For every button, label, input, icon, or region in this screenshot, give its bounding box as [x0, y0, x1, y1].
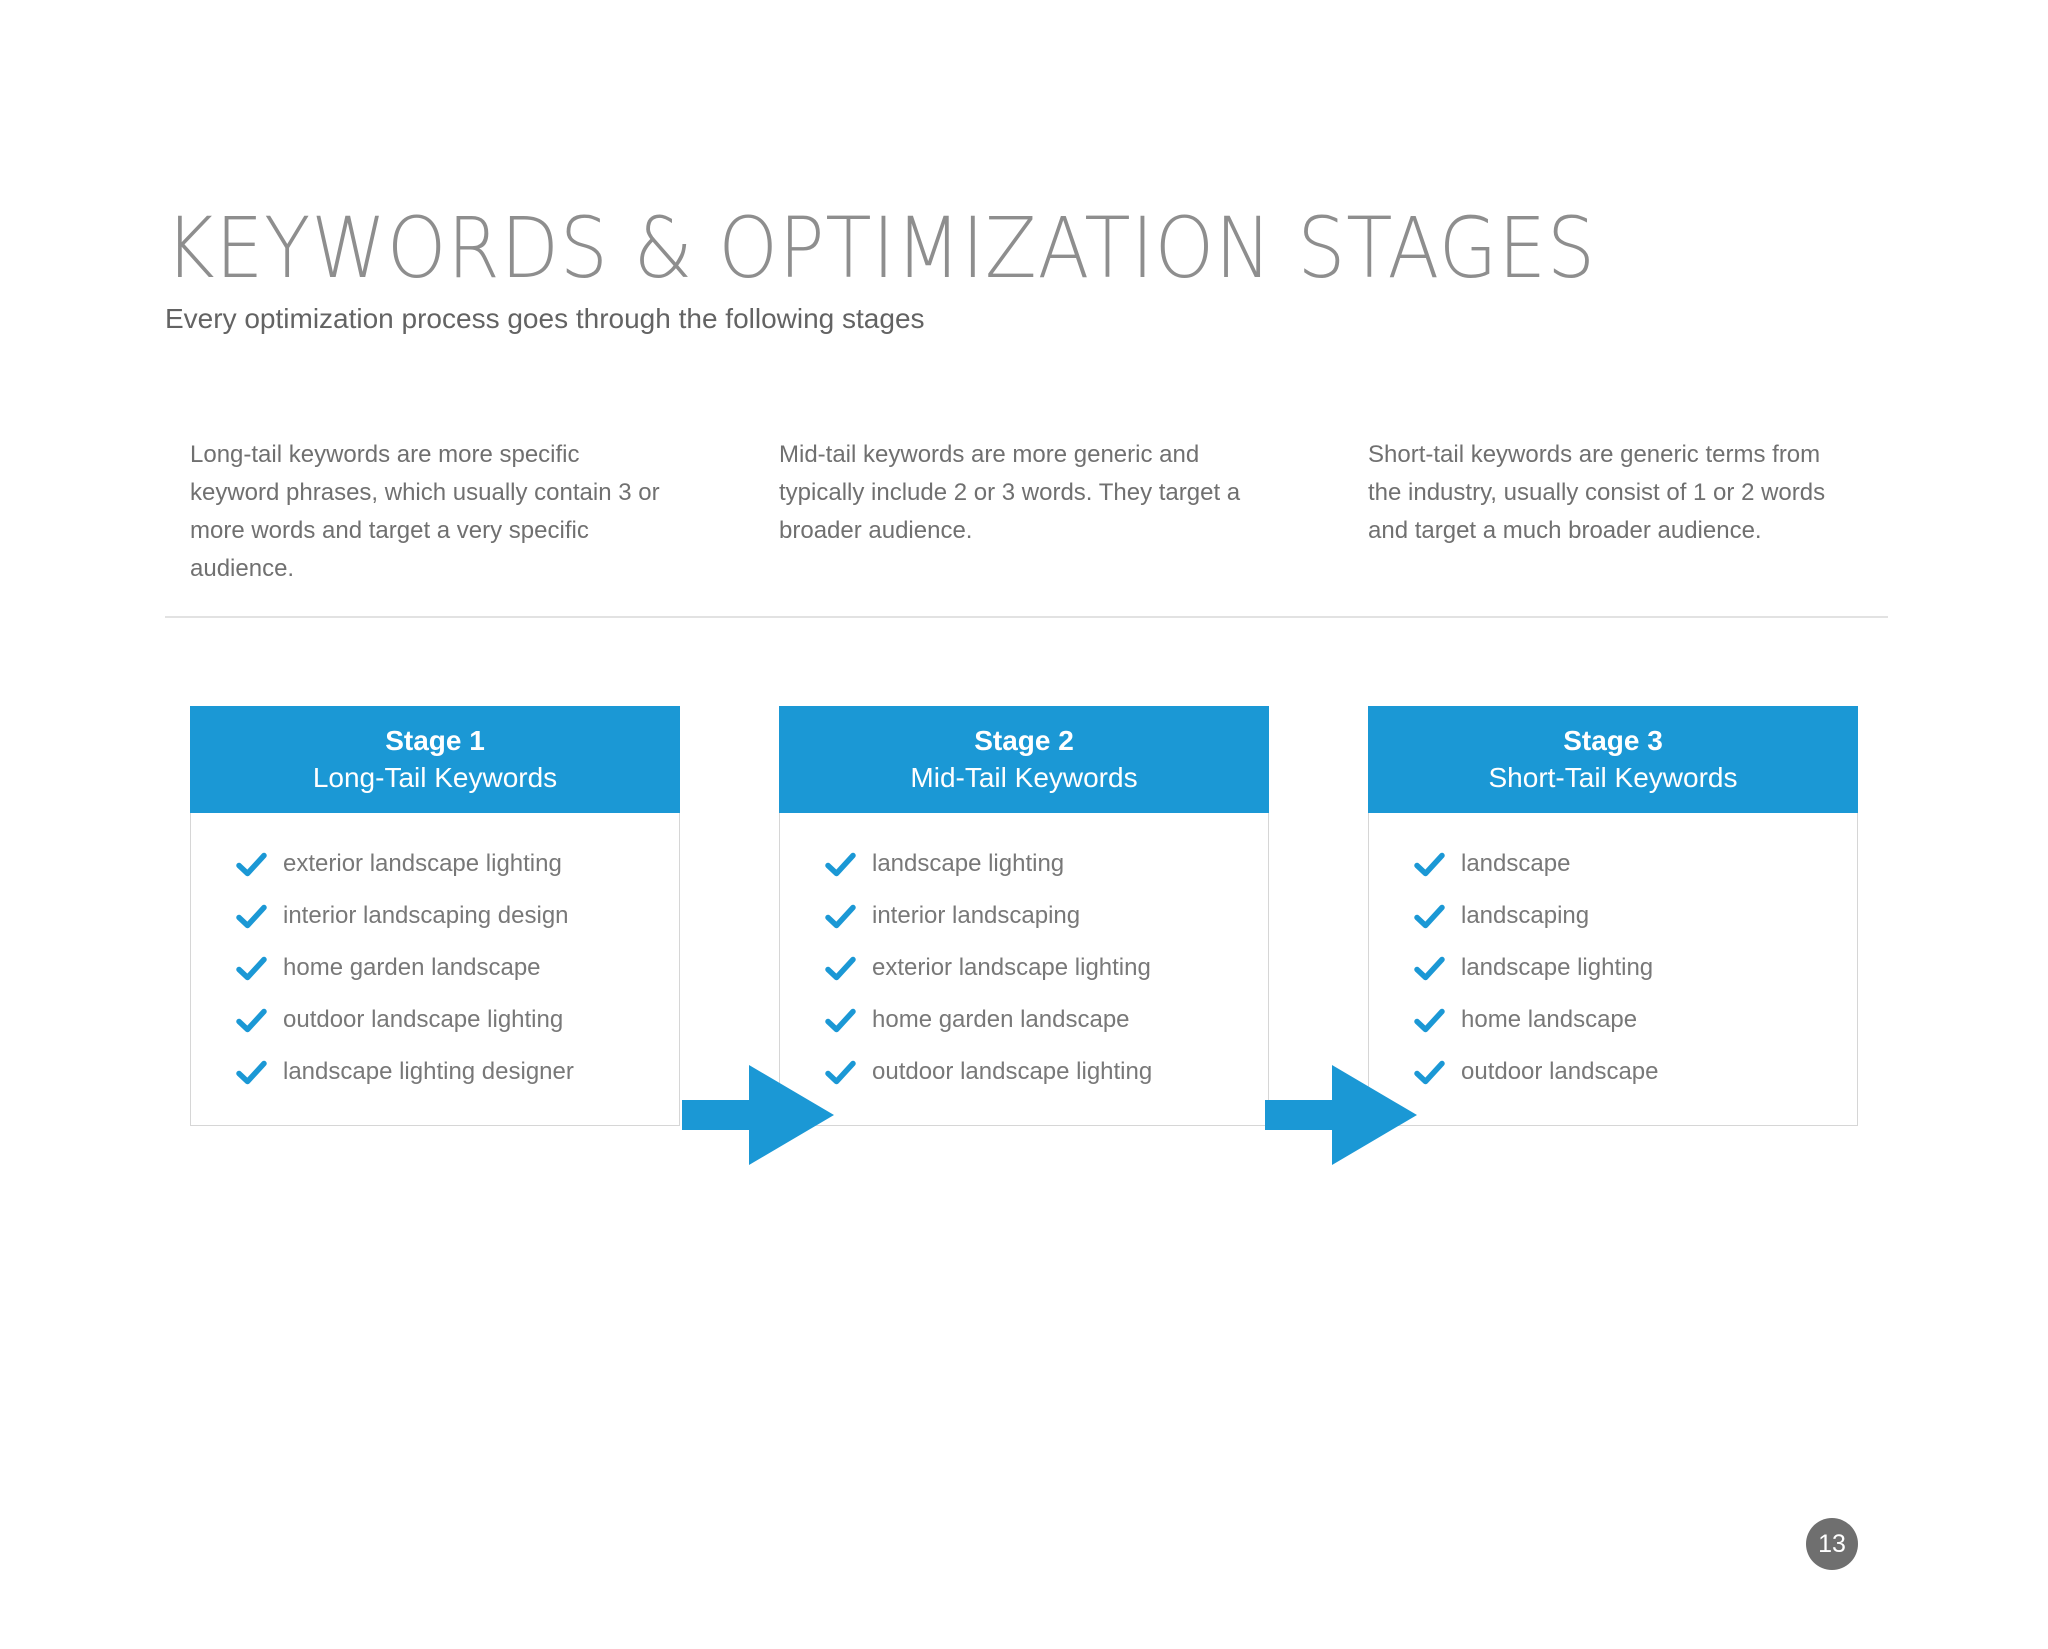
check-icon	[1414, 1060, 1445, 1085]
keyword-item: home garden landscape	[825, 1005, 1252, 1035]
keyword-label: landscape	[1461, 850, 1571, 877]
stage-name: Mid-Tail Keywords	[910, 762, 1138, 793]
keyword-label: interior landscaping	[872, 902, 1081, 929]
keyword-label: interior landscaping design	[283, 902, 569, 929]
stage-label: Stage 1	[385, 725, 485, 756]
check-icon	[825, 852, 856, 877]
keyword-label: home landscape	[1461, 1006, 1638, 1033]
stage-card-2: Stage 2 Mid-Tail Keywords landscape ligh…	[779, 706, 1269, 1126]
check-icon	[1414, 852, 1445, 877]
description-short-tail: Short-tail keywords are generic terms fr…	[1368, 441, 1826, 544]
keyword-label: landscape lighting designer	[283, 1058, 574, 1085]
stage-2-keyword-list: landscape lighting interior landscaping …	[780, 813, 1268, 1125]
keyword-label: landscape lighting	[1461, 954, 1654, 981]
page-subtitle: Every optimization process goes through …	[165, 303, 925, 334]
keyword-label: exterior landscape lighting	[283, 850, 562, 877]
keyword-item: landscape lighting designer	[236, 1057, 663, 1087]
stage-3-header: Stage 3 Short-Tail Keywords	[1368, 706, 1858, 813]
keyword-item: landscape lighting	[825, 849, 1252, 879]
slide: KEYWORDS & OPTIMIZATION STAGES Every opt…	[0, 206, 2048, 1649]
keyword-label: outdoor landscape lighting	[283, 1006, 564, 1033]
check-icon	[1414, 904, 1445, 929]
check-icon	[236, 852, 267, 877]
check-icon	[825, 956, 856, 981]
keyword-item: exterior landscape lighting	[236, 849, 663, 879]
check-icon	[825, 1060, 856, 1085]
keyword-label: landscape lighting	[872, 850, 1065, 877]
arrow-right-icon	[1265, 1065, 1417, 1165]
stage-2-header: Stage 2 Mid-Tail Keywords	[779, 706, 1269, 813]
description-mid-tail: Mid-tail keywords are more generic and t…	[779, 441, 1241, 544]
stage-3-keyword-list: landscape landscaping landscape lighting…	[1369, 813, 1857, 1125]
check-icon	[1414, 956, 1445, 981]
keyword-label: outdoor landscape lighting	[872, 1058, 1153, 1085]
stage-card-1: Stage 1 Long-Tail Keywords exterior land…	[190, 706, 680, 1126]
check-icon	[236, 904, 267, 929]
page-number-badge: 13	[1806, 1518, 1858, 1570]
arrow-right-icon	[682, 1065, 834, 1165]
check-icon	[825, 1008, 856, 1033]
keyword-item: landscaping	[1414, 901, 1841, 931]
keyword-item: outdoor landscape	[1414, 1057, 1841, 1087]
keyword-label: home garden landscape	[283, 954, 541, 981]
check-icon	[236, 1008, 267, 1033]
stage-label: Stage 2	[974, 725, 1074, 756]
keyword-item: exterior landscape lighting	[825, 953, 1252, 983]
keyword-item: home landscape	[1414, 1005, 1841, 1035]
keyword-item: outdoor landscape lighting	[825, 1057, 1252, 1087]
keyword-label: home garden landscape	[872, 1006, 1130, 1033]
divider	[165, 616, 1888, 618]
keyword-item: landscape lighting	[1414, 953, 1841, 983]
keyword-label: exterior landscape lighting	[872, 954, 1151, 981]
stage-1-keyword-list: exterior landscape lighting interior lan…	[191, 813, 679, 1125]
keyword-label: outdoor landscape	[1461, 1058, 1659, 1085]
stage-1-header: Stage 1 Long-Tail Keywords	[190, 706, 680, 813]
check-icon	[825, 904, 856, 929]
check-icon	[236, 956, 267, 981]
keyword-item: home garden landscape	[236, 953, 663, 983]
keyword-item: outdoor landscape lighting	[236, 1005, 663, 1035]
descriptions-row: Long-tail keywords are more specific key…	[190, 436, 1858, 588]
keyword-item: landscape	[1414, 849, 1841, 879]
keyword-label: landscaping	[1461, 902, 1590, 929]
description-long-tail: Long-tail keywords are more specific key…	[190, 441, 660, 582]
stage-card-3: Stage 3 Short-Tail Keywords landscape la…	[1368, 706, 1858, 1126]
check-icon	[236, 1060, 267, 1085]
stage-label: Stage 3	[1563, 725, 1663, 756]
stage-name: Short-Tail Keywords	[1488, 762, 1738, 793]
stage-name: Long-Tail Keywords	[312, 762, 558, 793]
keyword-item: interior landscaping	[825, 901, 1252, 931]
page-title: KEYWORDS & OPTIMIZATION STAGES	[165, 199, 1596, 297]
stages-row: Stage 1 Long-Tail Keywords exterior land…	[190, 706, 1858, 1165]
keyword-item: interior landscaping design	[236, 901, 663, 931]
check-icon	[1414, 1008, 1445, 1033]
